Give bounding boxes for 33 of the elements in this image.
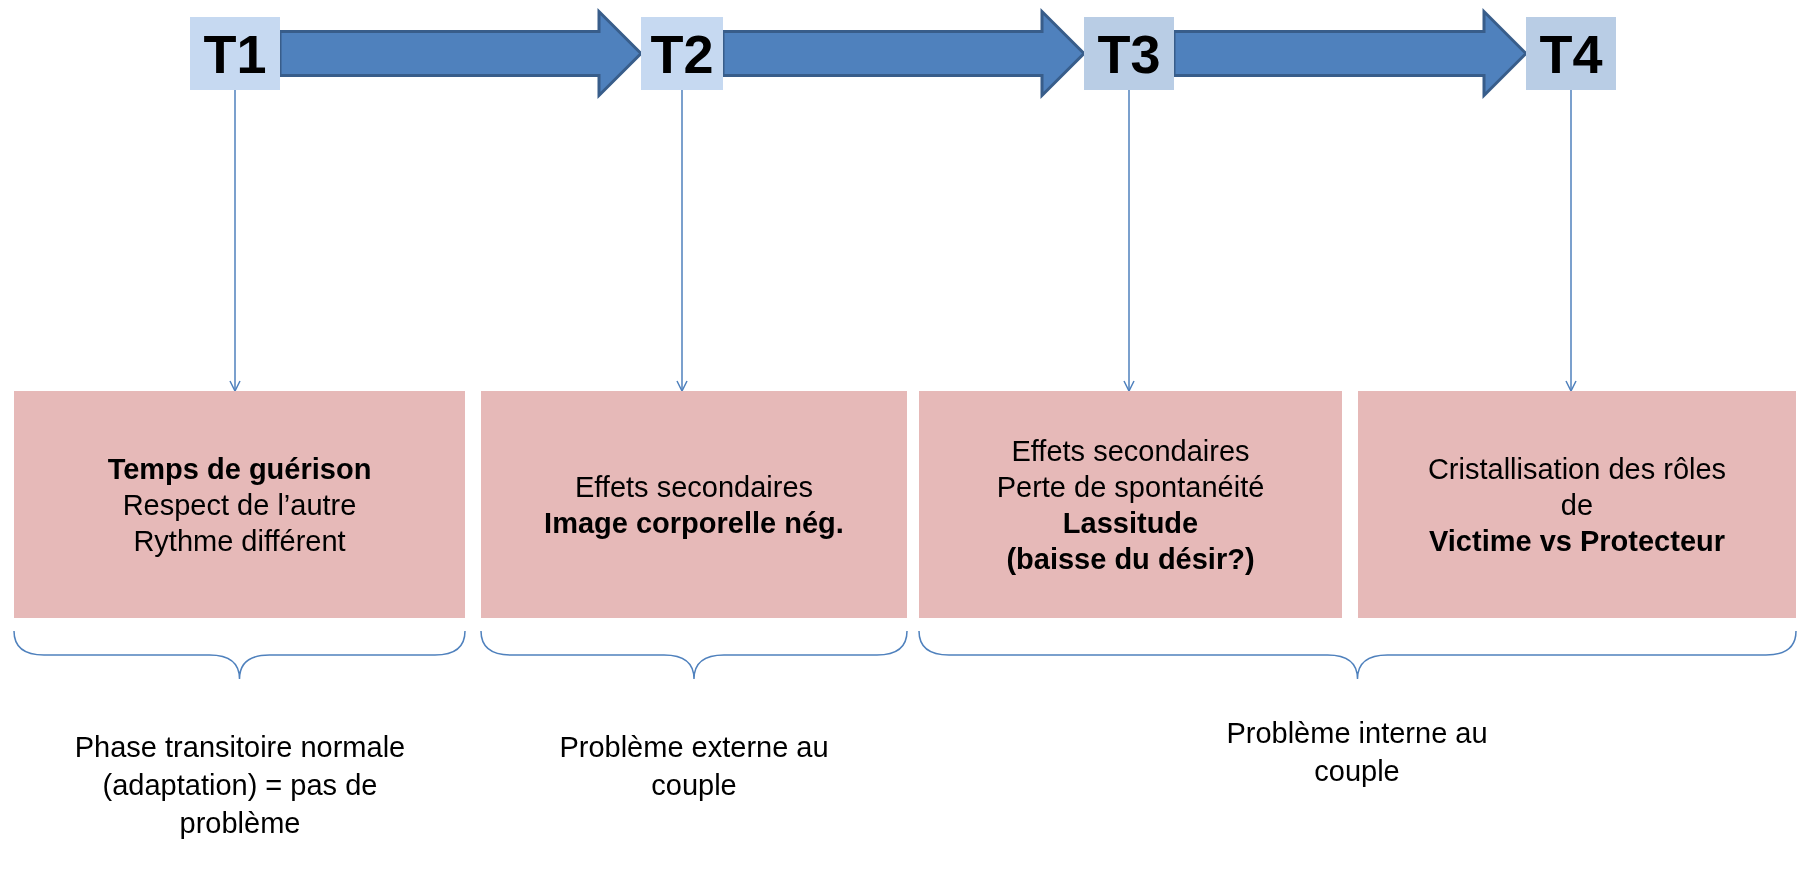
description-text: Lassitude <box>1062 505 1199 541</box>
arrow <box>1123 89 1135 392</box>
description-box <box>1358 391 1796 618</box>
group-caption: Problème externe au couple <box>558 730 830 803</box>
description-box <box>919 391 1342 618</box>
block-arrow <box>721 7 1087 100</box>
description-text: Respect de l’autre <box>122 487 357 523</box>
arrow <box>1565 89 1577 392</box>
group-caption: Phase transitoire normale (adaptation) = pas de problème <box>73 730 407 841</box>
description-box <box>481 391 907 618</box>
arrow <box>229 89 241 392</box>
block-arrow <box>278 7 644 100</box>
description-text: Rythme différent <box>133 523 346 559</box>
description-text: Victime vs Protecteur <box>1428 523 1725 559</box>
description-text: Perte de spontanéité <box>996 469 1265 505</box>
stage-label-box <box>641 17 723 90</box>
description-text: Cristallisation des rôles de <box>1426 451 1728 523</box>
stage-label: T1 <box>203 22 267 85</box>
description-text: Effets secondaires <box>574 469 813 505</box>
description-text: (baisse du désir?) <box>1006 541 1255 577</box>
stage-label-box <box>1084 17 1174 90</box>
description-text: Effets secondaires <box>1011 433 1250 469</box>
description-text: Image corporelle nég. <box>544 505 844 541</box>
stage-label: T4 <box>1539 22 1603 85</box>
arrow <box>676 89 688 392</box>
stage-label: T3 <box>1097 22 1161 85</box>
stage-label: T2 <box>650 22 714 85</box>
block-arrow <box>1172 7 1529 100</box>
stage-label-box <box>1526 17 1616 90</box>
description-text: Temps de guérison <box>107 451 372 487</box>
group-caption: Problème interne au couple <box>1225 716 1489 789</box>
description-box <box>14 391 465 618</box>
stage-label-box <box>190 17 280 90</box>
